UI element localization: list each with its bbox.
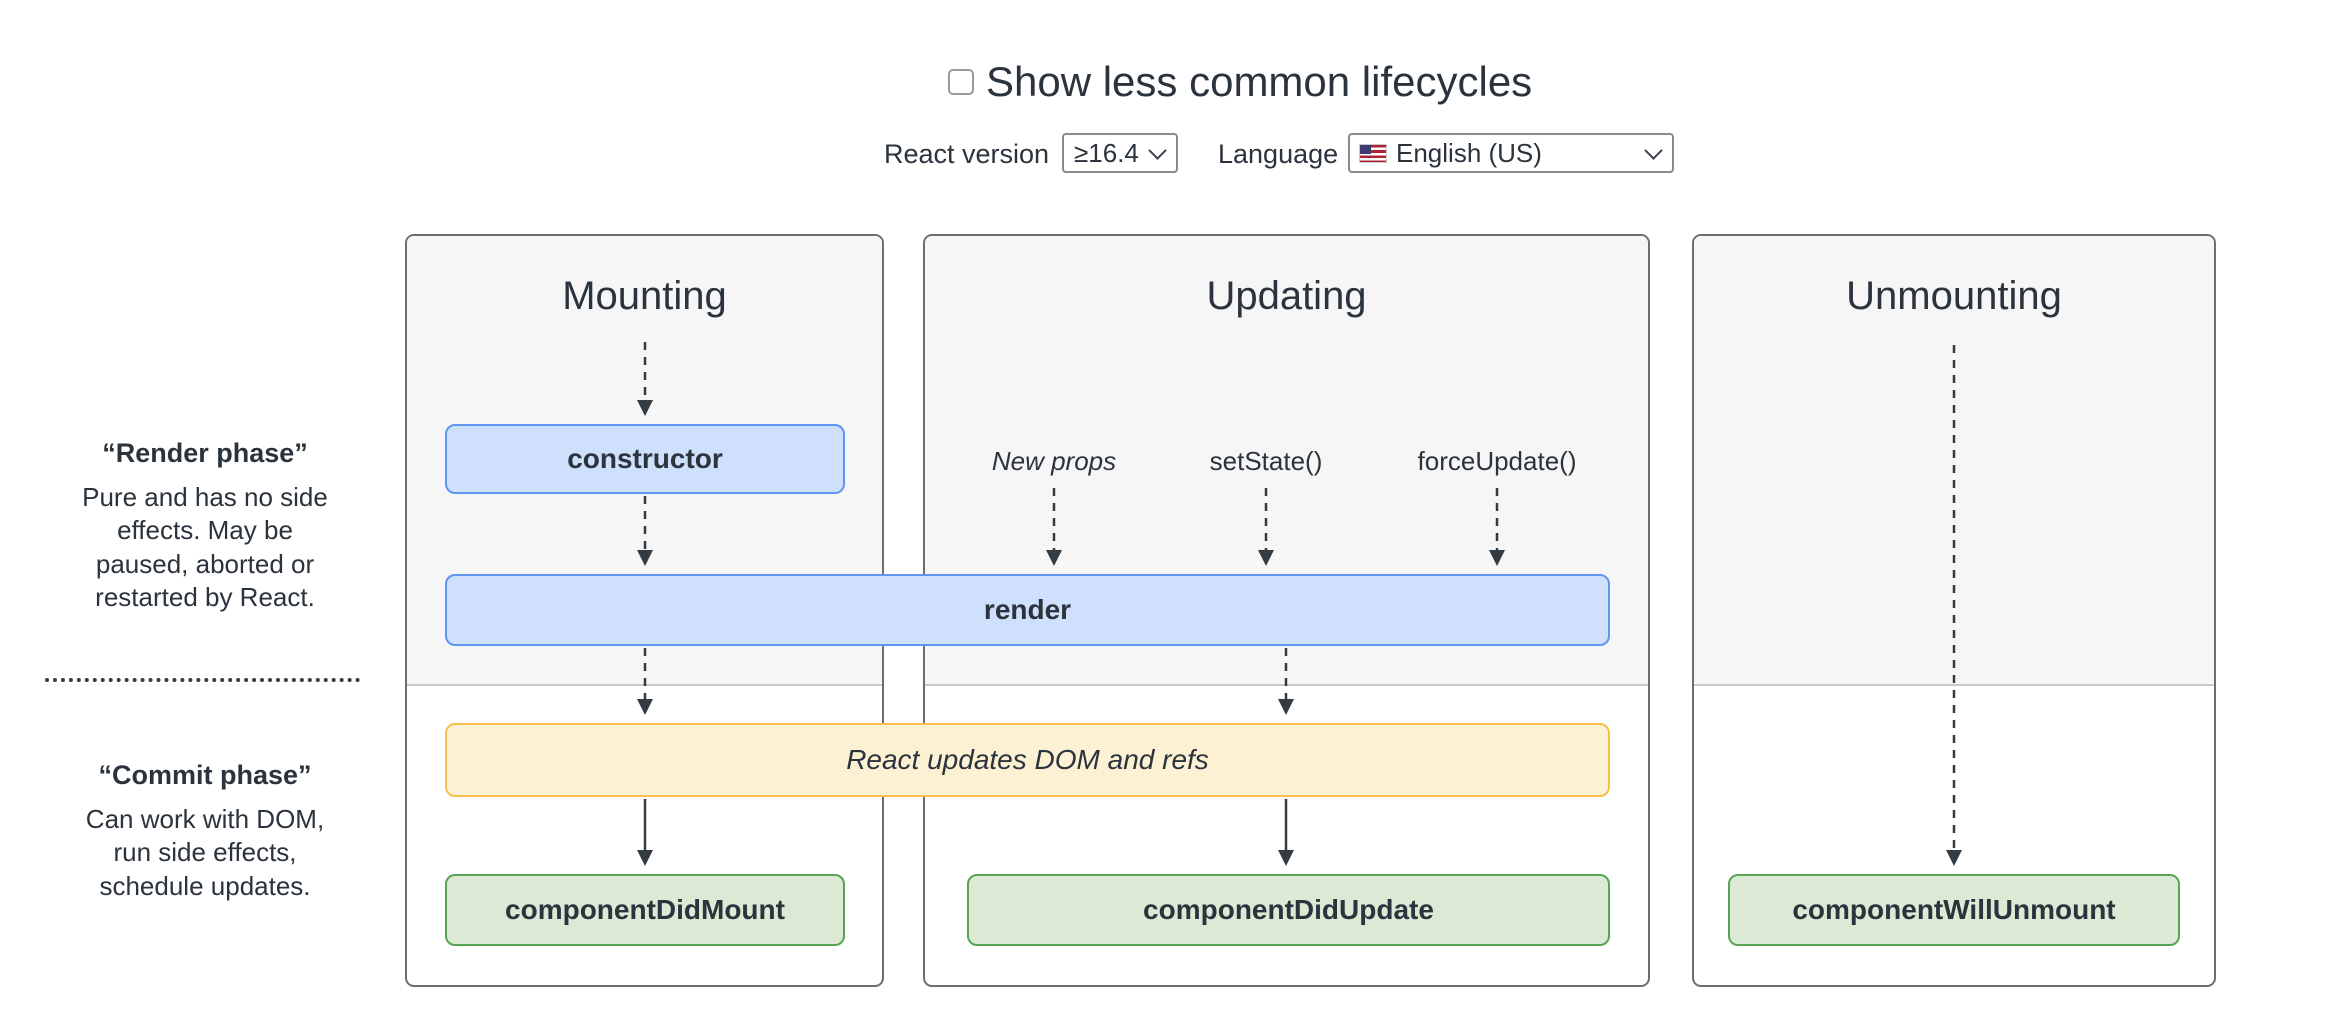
constructor-box[interactable]: constructor — [445, 424, 845, 494]
render-phase-title: “Render phase” — [102, 438, 308, 468]
componentwillunmount-box[interactable]: componentWillUnmount — [1728, 874, 2180, 946]
language-select[interactable]: English (US) — [1348, 133, 1674, 173]
forceupdate-label: forceUpdate() — [1417, 446, 1577, 476]
commit-phase-title: “Commit phase” — [98, 760, 312, 790]
setstate-label: setState() — [1209, 446, 1323, 476]
header: Show less common lifecycles — [948, 57, 1532, 107]
react-version-value: ≥16.4 — [1074, 137, 1139, 168]
commit-phase-description: Can work with DOM, run side effects, sch… — [85, 804, 325, 901]
render-phase-note: “Render phase” Pure and has no side effe… — [40, 438, 370, 614]
us-flag-icon — [1360, 144, 1386, 162]
chevron-down-icon — [1644, 140, 1663, 160]
language-label: Language — [1218, 139, 1339, 169]
new-props-label: New props — [991, 446, 1117, 476]
react-version-label: React version — [884, 139, 1050, 169]
render-box[interactable]: render — [445, 574, 1610, 646]
commit-phase-note: “Commit phase” Can work with DOM, run si… — [40, 760, 370, 903]
componentdidupdate-box[interactable]: componentDidUpdate — [967, 874, 1610, 946]
react-version-select[interactable]: ≥16.4 — [1062, 133, 1178, 173]
chevron-down-icon — [1148, 140, 1167, 160]
show-less-common-label[interactable]: Show less common lifecycles — [986, 58, 1533, 105]
show-less-common-checkbox[interactable] — [948, 69, 974, 96]
phase-divider-dotted — [45, 678, 360, 682]
render-phase-description: Pure and has no side effects. May be pau… — [82, 482, 328, 612]
react-updates-dom-box: React updates DOM and refs — [445, 723, 1610, 797]
mounting-title: Mounting — [562, 274, 727, 318]
componentdidmount-box[interactable]: componentDidMount — [445, 874, 845, 946]
language-value: English (US) — [1396, 137, 1542, 168]
updating-title: Updating — [1206, 274, 1367, 318]
unmounting-title: Unmounting — [1846, 274, 2062, 318]
